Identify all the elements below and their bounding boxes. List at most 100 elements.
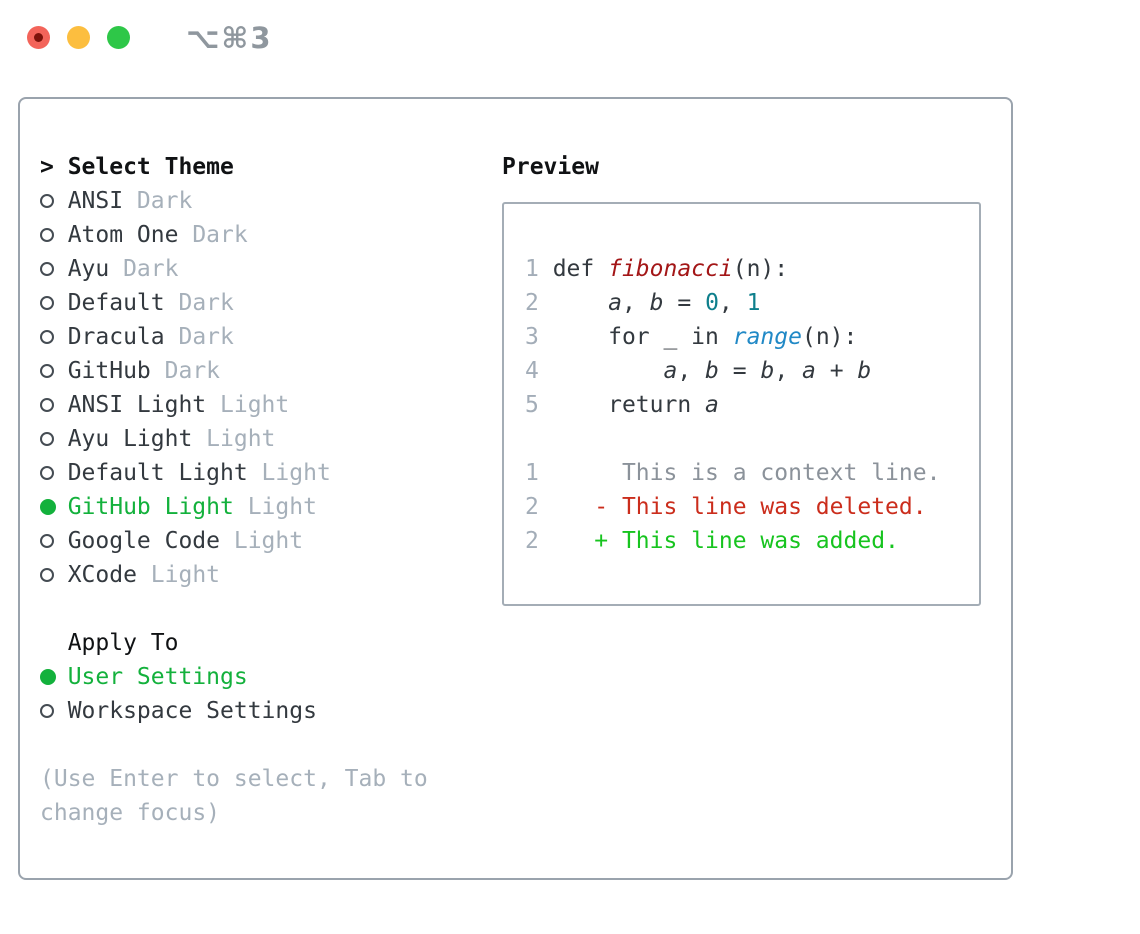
line-number: 2 <box>525 290 553 316</box>
prompt-icon: > <box>40 154 54 180</box>
code-line: 3 for _ in range(n): <box>525 320 963 354</box>
theme-option-ansi-light-label: ANSI Light <box>67 392 207 418</box>
radio-icon <box>40 568 68 582</box>
line-number: 1 <box>525 256 553 282</box>
theme-option-xcode-label: XCode <box>67 562 137 588</box>
theme-option-default-light[interactable]: Default Light Light <box>40 456 485 490</box>
theme-variant-tag: Light <box>220 528 304 554</box>
theme-option-ayu-light-label: Ayu Light <box>67 426 193 452</box>
radio-icon <box>40 534 68 548</box>
token-var: b <box>649 290 664 316</box>
code-line: 4 a, b = b, a + b <box>525 354 963 388</box>
preview-title: Preview <box>502 154 599 180</box>
theme-option-ansi-light[interactable]: ANSI Light Light <box>40 388 485 422</box>
theme-option-ayu-label: Ayu <box>67 256 110 282</box>
line-number: 2 <box>525 528 553 554</box>
apply-to-header: Apply To <box>40 626 485 660</box>
apply-option-workspace-settings[interactable]: Workspace Settings <box>40 694 485 728</box>
token-plain: , <box>677 358 706 384</box>
theme-option-atom-one-label: Atom One <box>67 222 179 248</box>
token-plain: , <box>718 290 747 316</box>
radio-icon <box>40 704 68 718</box>
radio-icon <box>40 194 68 208</box>
theme-variant-tag: Light <box>233 494 317 520</box>
theme-option-ayu[interactable]: Ayu Dark <box>40 252 485 286</box>
code-line: 5 return a <box>525 388 963 422</box>
token-var: a <box>705 392 719 418</box>
radio-icon <box>40 432 68 446</box>
token-deleted: - This line was deleted. <box>552 494 927 520</box>
theme-variant-tag: Dark <box>178 222 248 248</box>
token-var: a <box>802 358 816 384</box>
theme-variant-tag: Light <box>247 460 331 486</box>
theme-variant-tag: Dark <box>164 324 234 350</box>
keyboard-hint-text: (Use Enter to select, Tab to change focu… <box>40 766 428 826</box>
radio-icon <box>40 330 68 344</box>
theme-option-dracula[interactable]: Dracula Dark <box>40 320 485 354</box>
theme-option-default[interactable]: Default Dark <box>40 286 485 320</box>
preview-column: Preview 1 def fibonacci(n):2 a, b = 0, 1… <box>502 150 981 606</box>
token-plain: (n): <box>732 256 789 282</box>
line-number: 5 <box>525 392 553 418</box>
theme-option-ansi-label: ANSI <box>67 188 124 214</box>
token-plain: + <box>815 358 858 384</box>
token-var: b <box>705 358 719 384</box>
window-titlebar: ⌥⌘3 <box>0 0 1140 97</box>
zoom-button[interactable] <box>107 26 130 49</box>
token-plain: def <box>552 256 609 282</box>
close-button[interactable] <box>27 26 50 49</box>
keyboard-shortcut-label: ⌥⌘3 <box>186 20 273 55</box>
theme-variant-tag: Dark <box>123 188 193 214</box>
theme-option-xcode[interactable]: XCode Light <box>40 558 485 592</box>
token-plain <box>553 358 664 384</box>
token-plain <box>553 290 608 316</box>
unsaved-indicator-icon <box>34 33 43 42</box>
theme-option-github-light[interactable]: GitHub Light Light <box>40 490 485 524</box>
code-line: 1 def fibonacci(n): <box>525 252 963 286</box>
token-context: This is a context line. <box>552 460 941 486</box>
select-theme-header: > Select Theme <box>40 150 485 184</box>
theme-option-github-light-label: GitHub Light <box>67 494 234 520</box>
code-line: 2 - This line was deleted. <box>525 490 963 524</box>
spacer <box>40 592 485 626</box>
token-var: b <box>857 358 872 384</box>
theme-option-github[interactable]: GitHub Dark <box>40 354 485 388</box>
token-plain: = <box>663 290 706 316</box>
token-plain: return <box>552 392 706 418</box>
apply-option-user-settings[interactable]: User Settings <box>40 660 485 694</box>
token-num: 1 <box>746 290 761 316</box>
radio-icon <box>40 466 68 480</box>
radio-icon <box>40 364 68 378</box>
theme-variant-tag: Dark <box>164 290 234 316</box>
radio-icon <box>40 262 68 276</box>
radio-icon <box>40 228 68 242</box>
token-var: b <box>760 358 775 384</box>
selected-radio-icon <box>40 669 68 685</box>
token-builtin: range <box>732 324 802 350</box>
line-number: 4 <box>525 358 553 384</box>
theme-option-google-code-label: Google Code <box>67 528 221 554</box>
token-added: + This line was added. <box>552 528 899 554</box>
theme-option-atom-one[interactable]: Atom One Dark <box>40 218 485 252</box>
selected-radio-icon <box>40 499 68 515</box>
token-num: 0 <box>705 290 719 316</box>
token-plain: for _ in <box>552 324 733 350</box>
code-line: 2 a, b = 0, 1 <box>525 286 963 320</box>
select-theme-title: Select Theme <box>67 154 234 180</box>
theme-variant-tag: Dark <box>150 358 221 384</box>
token-plain: = <box>718 358 761 384</box>
line-number: 2 <box>525 494 553 520</box>
line-number: 3 <box>525 324 553 350</box>
theme-option-google-code[interactable]: Google Code Light <box>40 524 485 558</box>
theme-option-default-light-label: Default Light <box>67 460 248 486</box>
theme-option-default-label: Default <box>67 290 165 316</box>
theme-variant-tag: Light <box>136 562 221 588</box>
theme-option-ansi[interactable]: ANSI Dark <box>40 184 485 218</box>
theme-option-ayu-light[interactable]: Ayu Light Light <box>40 422 485 456</box>
token-plain: (n): <box>801 324 858 350</box>
minimize-button[interactable] <box>67 26 90 49</box>
token-var: a <box>663 358 678 384</box>
